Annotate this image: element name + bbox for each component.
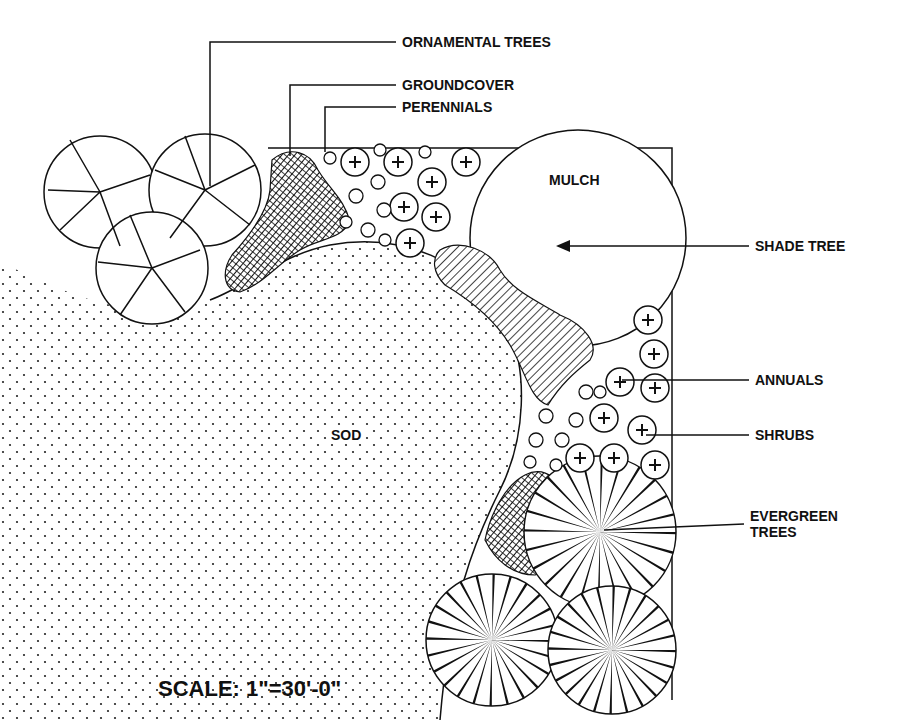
plan-label: MULCH	[546, 171, 603, 189]
plan-label: SOD	[328, 426, 364, 444]
groundcover	[435, 245, 594, 405]
ornamental-trees	[44, 134, 261, 324]
plan-label: GROUNDCOVER	[402, 77, 514, 93]
perennials	[324, 144, 606, 471]
leader-lines	[210, 42, 749, 530]
arrow-head	[556, 240, 570, 252]
plan-label: EVERGREEN TREES	[750, 508, 850, 540]
shrub-marks	[349, 156, 661, 471]
evergreen-trees	[426, 456, 676, 714]
plan-label: SCALE: 1"=30'-0"	[158, 676, 341, 702]
plan-label: SHRUBS	[755, 427, 814, 443]
plan-label: ANNUALS	[755, 372, 823, 388]
plan-label: ORNAMENTAL TREES	[402, 34, 551, 50]
plan-label: SHADE TREE	[755, 238, 845, 254]
plan-label: PERENNIALS	[402, 99, 492, 115]
shrubs	[341, 148, 669, 479]
